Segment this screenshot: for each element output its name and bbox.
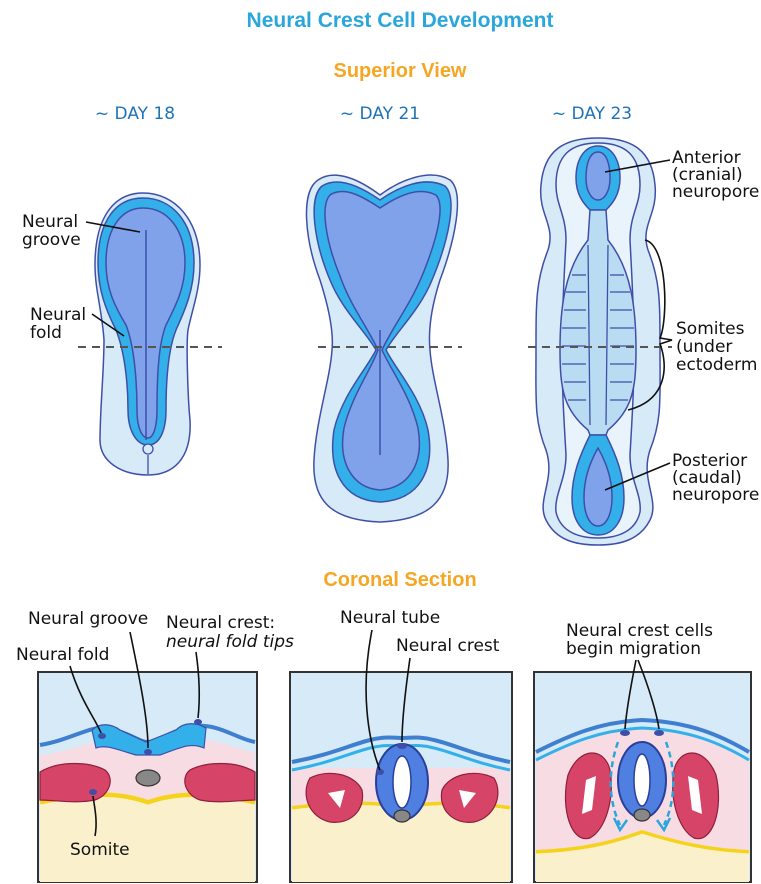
- somites-label-1: Somites: [676, 319, 745, 339]
- primitive-node: [143, 444, 153, 454]
- neural-fold-label-1: Neural: [30, 305, 86, 325]
- crest-cell-left: [620, 730, 630, 736]
- coronal-panel-2: [290, 672, 512, 882]
- day-23-label: ~ DAY 23: [552, 104, 632, 124]
- neural-groove-dot: [144, 749, 152, 755]
- migration-label-1: Neural crest cells: [566, 621, 713, 641]
- day-18-embryo: [95, 193, 200, 475]
- superior-view-heading: Superior View: [333, 60, 466, 82]
- neural-crest-dot: [397, 743, 407, 749]
- migration-label-2: begin migration: [566, 639, 701, 659]
- somite-left: [40, 764, 110, 802]
- neural-fold-coronal-label: Neural fold: [16, 645, 109, 665]
- posterior-label-3: neuropore: [672, 485, 759, 505]
- neural-crest-tips-label-2: neural fold tips: [166, 632, 294, 652]
- coronal-panel-3: [534, 672, 751, 882]
- neural-canal: [393, 756, 411, 808]
- neural-fold-label-2: fold: [30, 323, 62, 343]
- neural-crest-tips-label-1: Neural crest:: [166, 613, 275, 633]
- somite-dot: [89, 789, 97, 795]
- neural-tube-label: Neural tube: [340, 608, 440, 628]
- crest-cell-right: [654, 730, 664, 736]
- anterior-neuropore: [586, 152, 610, 200]
- anterior-label-3: neuropore: [672, 182, 759, 202]
- somite-coronal-label: Somite: [70, 840, 130, 860]
- neural-groove-coronal-label: Neural groove: [28, 609, 148, 629]
- day-23-embryo: [536, 138, 660, 545]
- yolk-sac: [40, 793, 255, 883]
- neural-canal: [634, 754, 650, 806]
- day-18-label: ~ DAY 18: [95, 104, 175, 124]
- neural-fold-dot: [98, 733, 106, 739]
- somites-label-3: ectoderm: [676, 355, 757, 375]
- notochord: [634, 809, 650, 821]
- notochord: [394, 810, 410, 822]
- somites-label-2: (under: [676, 337, 732, 357]
- neural-groove-label-2: groove: [22, 230, 81, 250]
- neural-crest-label: Neural crest: [396, 636, 500, 656]
- somite-right: [185, 764, 255, 802]
- diagram-title: Neural Crest Cell Development: [247, 9, 554, 32]
- neural-crest-dot: [194, 719, 202, 725]
- day-21-embryo: [306, 175, 457, 522]
- day-21-label: ~ DAY 21: [340, 104, 420, 124]
- coronal-section-heading: Coronal Section: [323, 569, 476, 591]
- notochord: [136, 770, 160, 786]
- neural-groove-label-1: Neural: [22, 212, 78, 232]
